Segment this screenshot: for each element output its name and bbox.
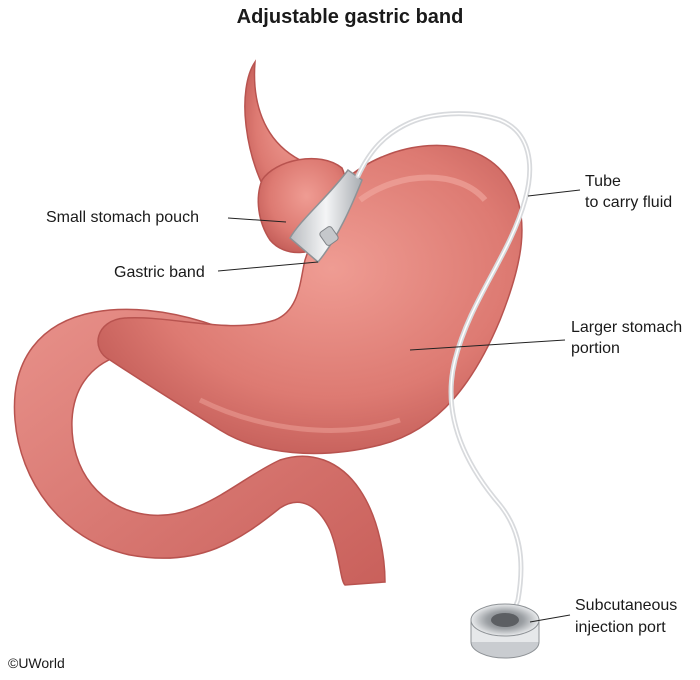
label-gastric-band: Gastric band	[114, 264, 205, 281]
label-port-line1: Subcutaneous	[575, 597, 678, 614]
copyright-notice: ©UWorld	[8, 655, 65, 671]
diagram-title: Adjustable gastric band	[236, 6, 464, 28]
label-tube-line2: to carry fluid	[585, 194, 673, 211]
injection-port	[470, 603, 540, 659]
label-tube-line1: Tube	[585, 173, 621, 190]
larger-stomach	[97, 144, 523, 455]
leader-port	[529, 614, 571, 623]
label-larger-stomach-line2: portion	[571, 340, 620, 357]
label-larger-stomach-line1: Larger stomach	[571, 319, 683, 336]
leader-small-pouch	[227, 217, 287, 223]
leader-larger-stomach	[409, 339, 566, 351]
label-small-stomach-pouch: Small stomach pouch	[46, 209, 199, 226]
leader-gastric-band	[217, 261, 319, 272]
label-port-line2: injection port	[575, 619, 666, 636]
leader-tube	[527, 189, 581, 197]
